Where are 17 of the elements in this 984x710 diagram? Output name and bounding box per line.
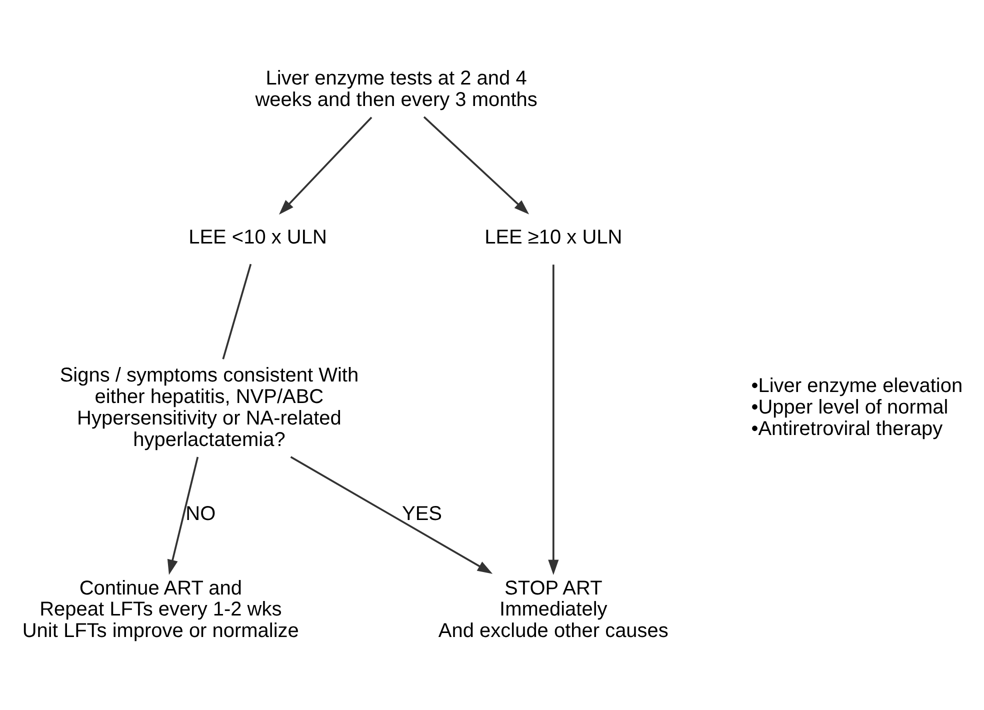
label: •Upper level of normal (751, 396, 948, 418)
label: •Liver enzyme elevation (751, 374, 963, 397)
node-text: Signs / symptoms consistent With either hepatitis, NVP/ABC Hypersensitivity or NA-related hyperlactatemia? (60, 364, 359, 450)
arrow (167, 456, 199, 574)
node-text: LEE <10 x ULN (188, 226, 327, 248)
edge-label: YES (402, 502, 442, 525)
arrow (290, 456, 493, 574)
node-text: LEE ≥10 x ULN (484, 226, 622, 248)
label: •Antiretroviral therapy (751, 418, 943, 440)
node-text: Continue ART and Repeat LFTs every 1-2 wks Unit LFTs improve or normalize (22, 576, 299, 642)
arrow (279, 116, 372, 214)
node-text: STOP ART Immediately And exclude other causes (438, 576, 668, 642)
arrow (423, 116, 530, 214)
node-text: Liver enzyme tests at 2 and 4 weeks and then every 3 months (255, 66, 538, 110)
connector (222, 263, 252, 359)
arrow (548, 264, 559, 574)
edge-label: NO (186, 502, 216, 525)
